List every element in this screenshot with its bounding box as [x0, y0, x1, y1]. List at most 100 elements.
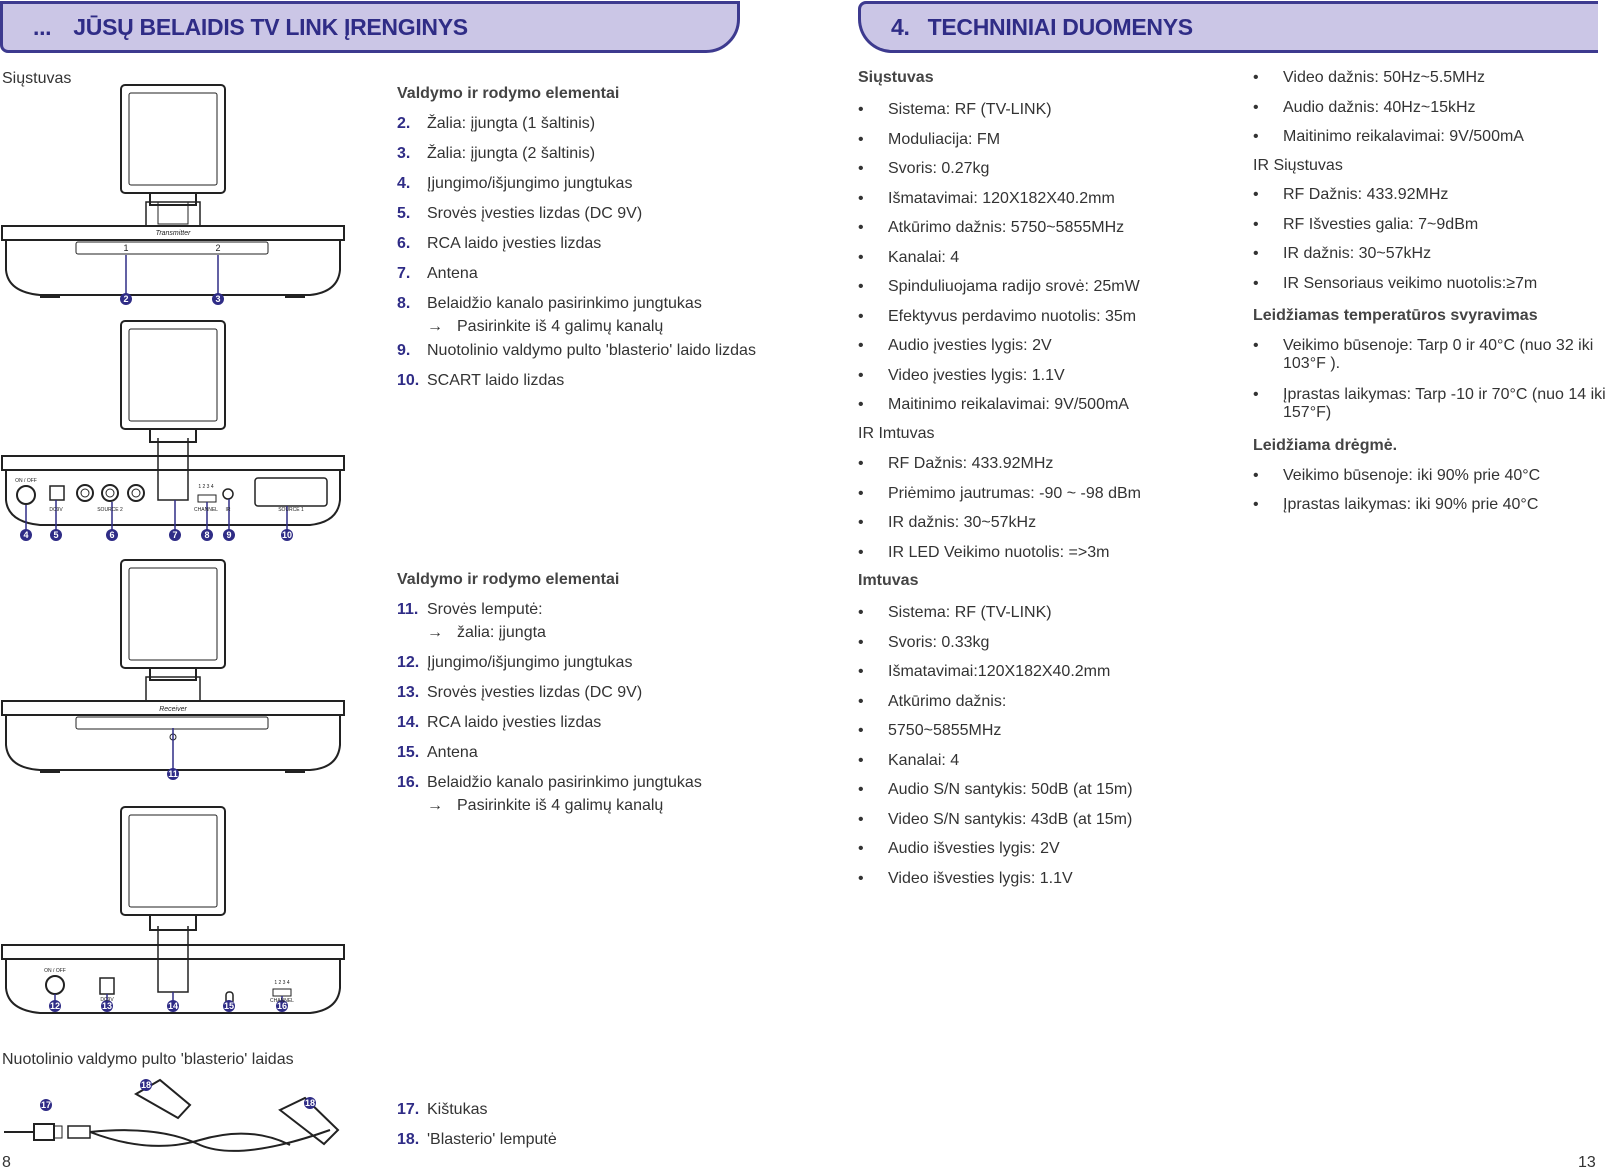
spec-bullet: •IR LED Veikimo nuotolis: =>3m: [858, 544, 1188, 564]
spec-text: RF Dažnis: 433.92MHz: [888, 455, 1054, 472]
bullet-icon: •: [858, 249, 864, 266]
bullet-icon: •: [1253, 245, 1259, 262]
spec-bullet: •Moduliacija: FM: [858, 131, 1188, 151]
port-label-channel: CHANNEL: [194, 507, 218, 513]
control-item: 18.'Blasterio' lemputė: [397, 1131, 557, 1149]
sub-note: →Pasirinkite iš 4 galimų kanalų: [427, 797, 663, 815]
spec-bullet: •Įprastas laikymas: iki 90% prie 40°C: [1253, 496, 1583, 516]
spec-text: Audio išvesties lygis: 2V: [888, 840, 1060, 857]
spec-bullet: •Svoris: 0.33kg: [858, 634, 1188, 654]
svg-text:15: 15: [224, 1001, 234, 1011]
svg-text:9: 9: [226, 530, 231, 540]
spec-bullet: •Sistema: RF (TV-LINK): [858, 604, 1188, 624]
item-text: Žalia: įjungta (1 šaltinis): [427, 115, 596, 132]
spec-text: IR dažnis: 30~57kHz: [1283, 245, 1432, 262]
spec-text: Veikimo būsenoje: iki 90% prie 40°C: [1283, 467, 1541, 484]
spec-bullet: •Audio įvesties lygis: 2V: [858, 337, 1188, 357]
callout-16: 16: [276, 1000, 288, 1012]
bullet-icon: •: [858, 308, 864, 325]
section-number: ...: [33, 13, 52, 40]
callout-2: 2: [120, 293, 132, 305]
spec-bullet: •Veikimo būsenoje: Tarp 0 ir 40°C (nuo 3…: [1253, 337, 1593, 377]
item-text: Srovės įvesties lizdas (DC 9V): [427, 684, 643, 701]
spec-bullet: • Veikimo būsenoje: iki 90% prie 40°C: [1253, 467, 1583, 487]
bullet-icon: •: [858, 634, 864, 651]
bullet-icon: •: [1253, 216, 1259, 233]
blaster-cable-label: Nuotolinio valdymo pulto 'blasterio' lai…: [2, 1051, 294, 1068]
item-number: 4.: [397, 175, 411, 192]
spec-text: Efektyvus perdavimo nuotolis: 35m: [888, 308, 1137, 325]
bullet-icon: •: [1253, 186, 1259, 203]
spec-bullet: •Išmatavimai: 120X182X40.2mm: [858, 190, 1188, 210]
bullet-icon: •: [1253, 275, 1259, 292]
svg-text:11: 11: [168, 769, 178, 779]
spec-bullet: •IR dažnis: 30~57kHz: [858, 514, 1188, 534]
spec-text: Įprastas laikymas: Tarp -10 ir 70°C (nuo…: [1283, 386, 1606, 403]
spec-text: IR Sensoriaus veikimo nuotolis:≥7m: [1283, 275, 1538, 292]
item-number: 12.: [397, 654, 420, 671]
spec-text: 5750~5855MHz: [888, 722, 1002, 739]
item-number: 5.: [397, 205, 411, 222]
arrow-icon: →: [427, 624, 443, 641]
spec-bullet: •Atkūrimo dažnis:: [858, 693, 1188, 713]
bullet-icon: •: [858, 131, 864, 148]
sub-note-text: Pasirinkite iš 4 galimų kanalų: [457, 797, 664, 814]
bullet-icon: •: [858, 219, 864, 236]
item-text: Kištukas: [427, 1101, 488, 1118]
spec-text: Svoris: 0.27kg: [888, 160, 990, 177]
bullet-icon: •: [858, 840, 864, 857]
device-illustrations: 2 3 4 5 6 7 8 9 10 11 12 13 14 15 16 17 …: [1, 84, 345, 1152]
transmitter-back-figure: [1, 320, 345, 526]
control-item: 15.Antena: [397, 744, 478, 762]
spec-text: IR dažnis: 30~57kHz: [888, 514, 1037, 531]
spec-bullet: •RF Dažnis: 433.92MHz: [858, 455, 1188, 475]
spec-text: Išmatavimai: 120X182X40.2mm: [888, 190, 1115, 207]
callout-15: 15: [223, 1000, 235, 1012]
control-item: 14.RCA laido įvesties lizdas: [397, 714, 601, 732]
bullet-icon: •: [858, 604, 864, 621]
callout-4: 4: [20, 529, 32, 541]
control-item: 11.Srovės lemputė:: [397, 601, 543, 619]
bullet-icon: •: [858, 367, 864, 384]
port-label-channel-nums: 1 2 3 4: [198, 484, 214, 490]
sub-note-text: Pasirinkite iš 4 galimų kanalų: [457, 318, 664, 335]
spec-bullet: • IR Sensoriaus veikimo nuotolis:≥7m: [1253, 275, 1583, 295]
callout-7: 7: [169, 529, 181, 541]
spec-bullet: •RF Dažnis: 433.92MHz: [1253, 186, 1583, 206]
item-number: 10.: [397, 372, 420, 389]
svg-text:16: 16: [277, 1001, 287, 1011]
svg-text:14: 14: [168, 1001, 178, 1011]
item-number: 17.: [397, 1101, 420, 1118]
port-label-source1: SOURCE 1: [278, 507, 304, 513]
page-number-left: 8: [2, 1154, 11, 1171]
spec-bullet: •Spinduliuojama radijo srovė: 25mW: [858, 278, 1188, 298]
receiver-nameplate: Receiver: [159, 706, 187, 713]
spec-text: Video įvesties lygis: 1.1V: [888, 367, 1065, 384]
spec-text: Video S/N santykis: 43dB (at 15m): [888, 811, 1133, 828]
svg-text:13: 13: [102, 1001, 112, 1011]
spec-bullet: •Audio S/N santykis: 50dB (at 15m): [858, 781, 1188, 801]
bullet-icon: •: [1253, 467, 1259, 484]
item-number: 14.: [397, 714, 420, 731]
item-text: 'Blasterio' lemputė: [427, 1131, 557, 1148]
spec-bullet: •Audio dažnis: 40Hz~15kHz: [1253, 99, 1583, 119]
control-item: 17. Kištukas: [397, 1101, 487, 1119]
port-label-source2: SOURCE 2: [97, 507, 123, 513]
spec-bullet: •Kanalai: 4: [858, 752, 1188, 772]
bullet-icon: •: [858, 811, 864, 828]
spec-title-temperature: Leidžiamas temperatūros svyravimas: [1253, 307, 1538, 324]
page-number-right: 13: [1578, 1154, 1596, 1171]
control-item: 12.Įjungimo/išjungimo jungtukas: [397, 654, 632, 672]
item-text: Belaidžio kanalo pasirinkimo jungtukas: [427, 774, 702, 791]
spec-text: IR LED Veikimo nuotolis: =>3m: [888, 544, 1110, 561]
rx-port-label-channel-nums: 1 2 3 4: [274, 980, 290, 986]
bullet-icon: •: [858, 337, 864, 354]
spec-text: Spinduliuojama radijo srovė: 25mW: [888, 278, 1140, 295]
spec-text: Sistema: RF (TV-LINK): [888, 101, 1052, 118]
spec-text: Priėmimo jautrumas: -90 ~ -98 dBm: [888, 485, 1141, 502]
bullet-icon: •: [1253, 69, 1259, 86]
bullet-icon: •: [858, 663, 864, 680]
callout-8: 8: [201, 529, 213, 541]
control-item: 7.Antena: [397, 265, 478, 283]
spec-text-continued: 103°F ).: [1283, 355, 1341, 372]
